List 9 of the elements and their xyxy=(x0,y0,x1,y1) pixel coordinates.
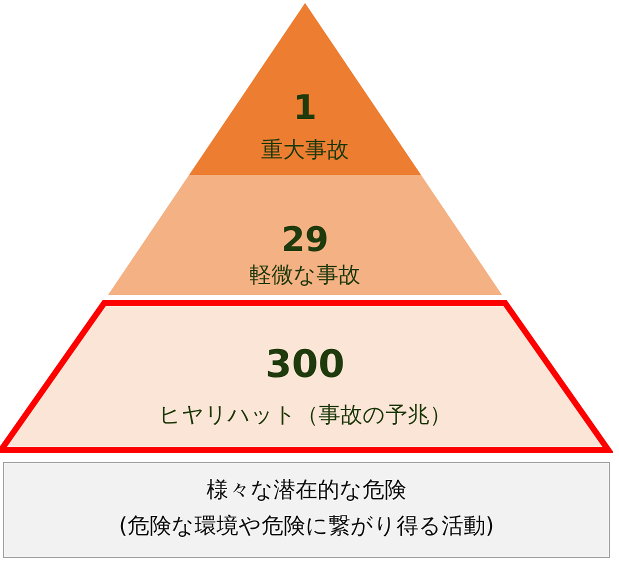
tier-label: 重大事故 xyxy=(260,137,349,165)
tier-count: 29 xyxy=(281,220,329,260)
base-note: (危険な環境や危険に繋がり得る活動) xyxy=(118,513,494,541)
tier-count: 300 xyxy=(265,342,345,386)
base-label: 様々な潜在的な危険 xyxy=(206,477,406,505)
base-panel xyxy=(3,462,610,558)
tier-label: ヒヤリハット（事故の予兆） xyxy=(158,402,452,430)
tier-count: 1 xyxy=(293,88,317,128)
tier-label: 軽微な事故 xyxy=(249,262,360,290)
